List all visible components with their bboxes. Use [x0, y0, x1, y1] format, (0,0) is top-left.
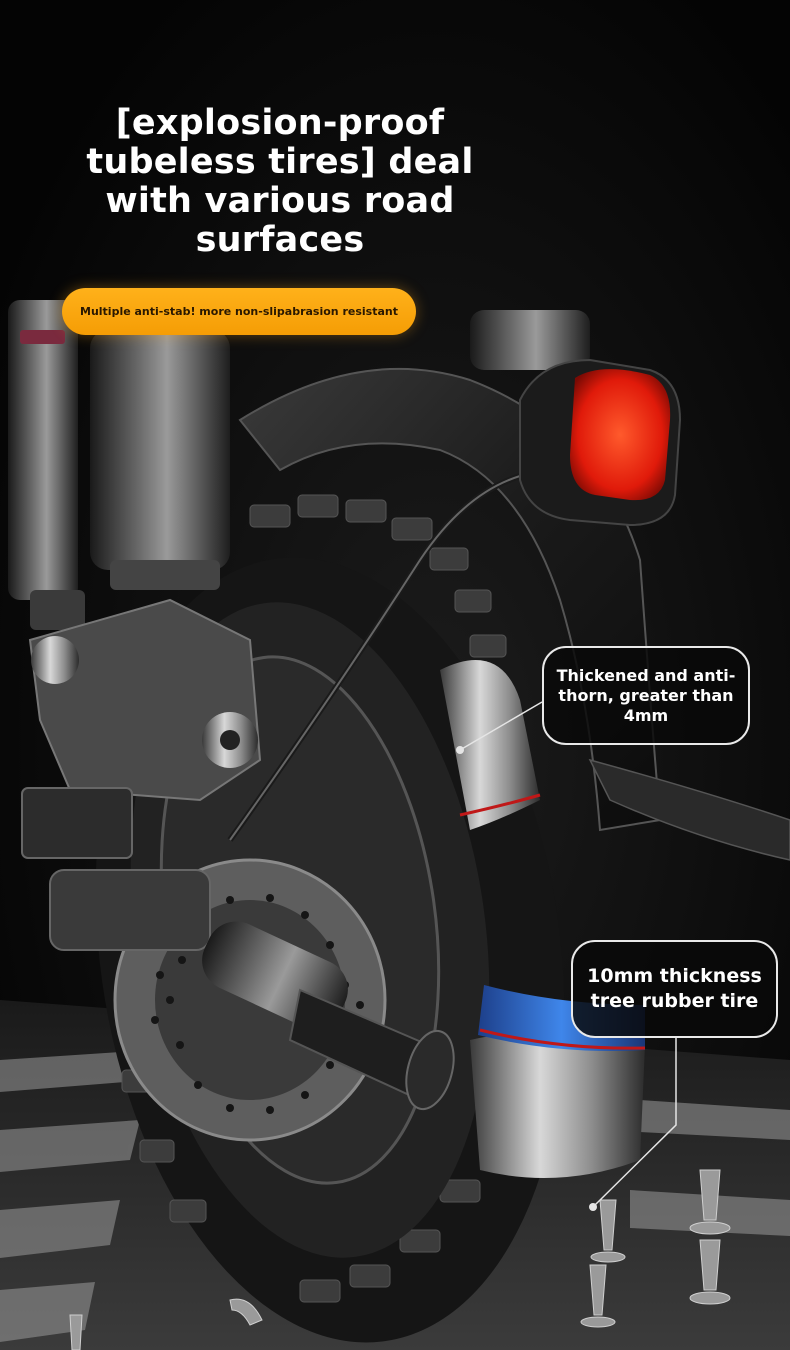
callout-thickened: Thickened and anti-thorn, greater than 4… — [542, 646, 750, 745]
callout-thickened-text: Thickened and anti-thorn, greater than 4… — [556, 665, 736, 725]
feature-pill: Multiple anti-stab! more non-slipabrasio… — [62, 288, 416, 335]
headline: [explosion-proof tubeless tires] deal wi… — [86, 103, 474, 260]
callout-rubber-tire: 10mm thickness tree rubber tire — [571, 940, 778, 1038]
callout-rubber-tire-text: 10mm thickness tree rubber tire — [587, 965, 762, 1012]
feature-pill-text: Multiple anti-stab! more non-slipabrasio… — [80, 305, 398, 318]
